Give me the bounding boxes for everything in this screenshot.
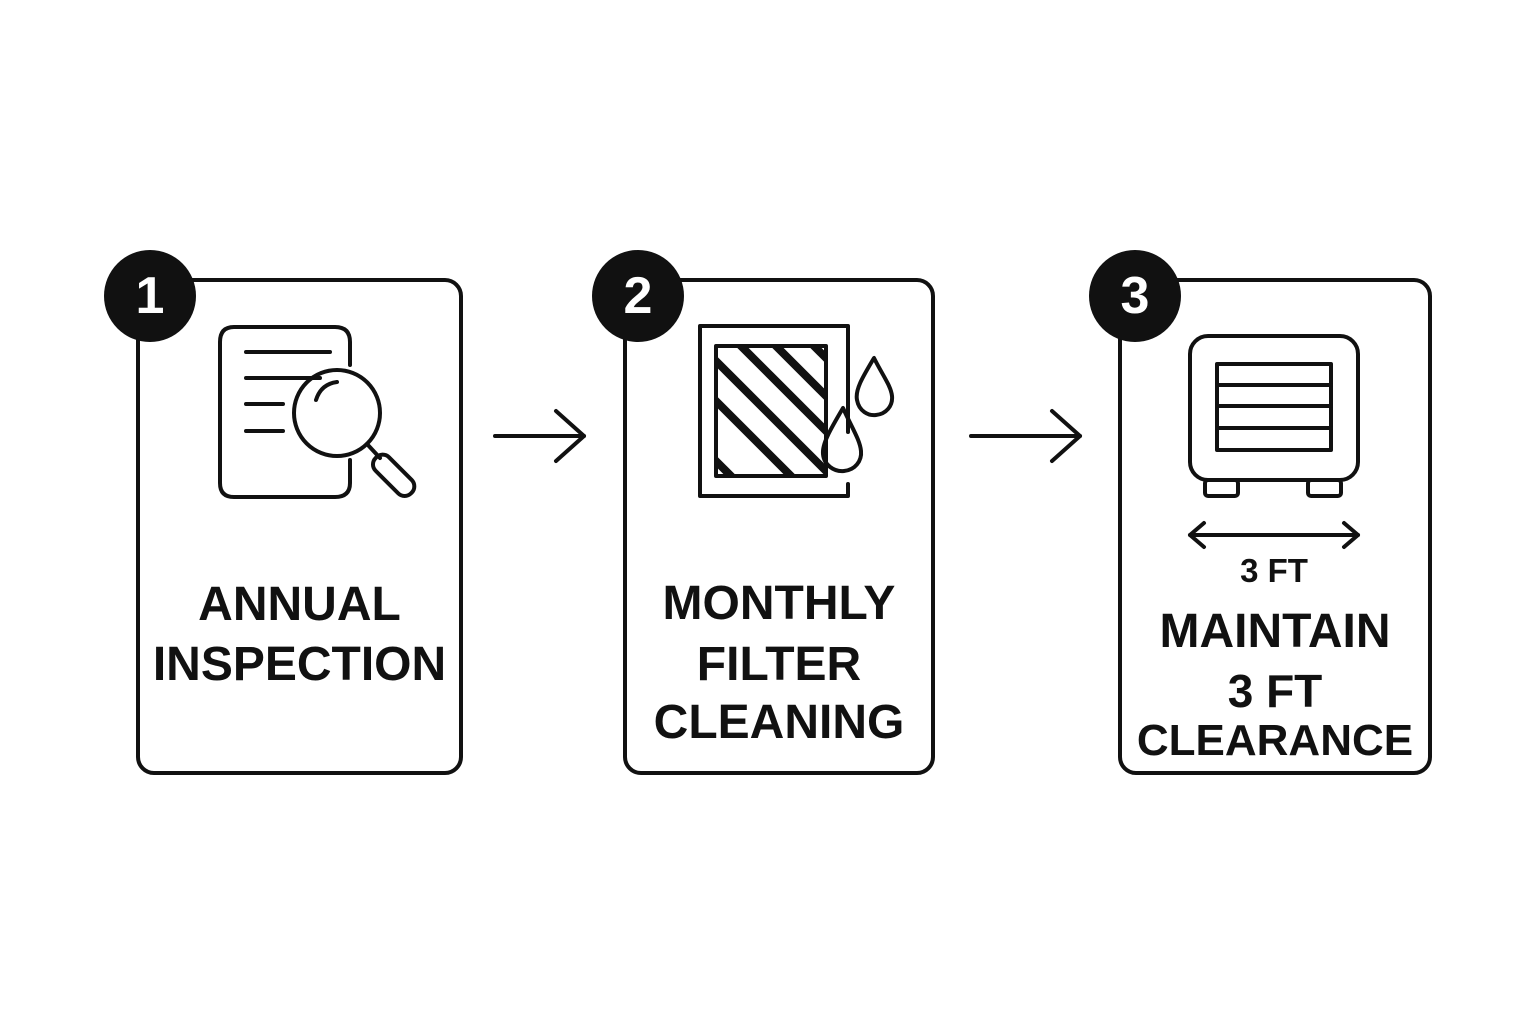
step-3-label-line-1: MAINTAIN xyxy=(1159,605,1391,658)
step-3-label-line-2: 3 FT xyxy=(1227,665,1323,717)
outdoor-unit-clearance-icon xyxy=(1188,334,1360,549)
step-1-number-badge: 1 xyxy=(104,250,196,342)
document-magnifier-icon xyxy=(218,325,417,499)
step-2-card xyxy=(623,278,935,775)
step-1-label-line-2: INSPECTION xyxy=(152,638,447,691)
arrow-right-icon xyxy=(493,409,586,463)
step-2-label-line-3: CLEANING xyxy=(653,696,905,749)
step-3-number-badge: 3 xyxy=(1089,250,1181,342)
step-2-label-line-1: MONTHLY xyxy=(662,577,896,630)
step-2-number-badge: 2 xyxy=(592,250,684,342)
step-2-label-line-2: FILTER xyxy=(696,638,862,691)
clearance-dimension-label: 3 FT xyxy=(1240,552,1308,589)
filter-water-drops-icon xyxy=(698,324,895,498)
step-1-label-line-1: ANNUAL xyxy=(198,578,401,631)
step-3-card xyxy=(1118,278,1432,775)
step-1-card xyxy=(136,278,463,775)
step-3-label-line-3: CLEARANCE xyxy=(1136,716,1414,765)
arrow-right-icon xyxy=(969,409,1082,463)
